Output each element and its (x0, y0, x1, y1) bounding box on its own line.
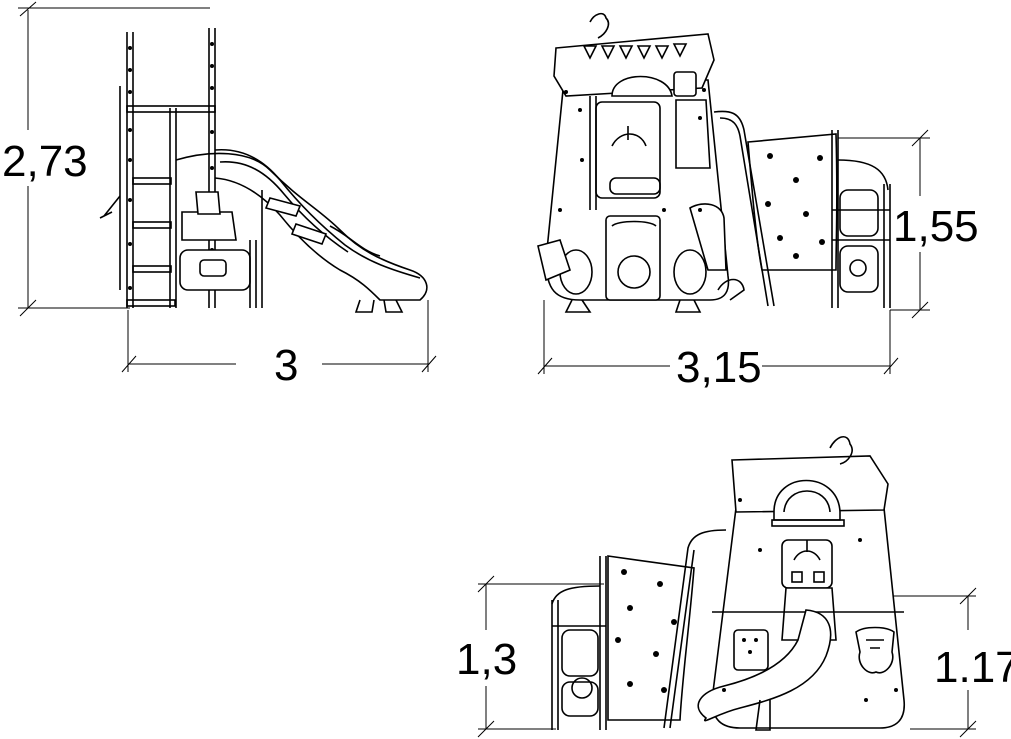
back-view: 1,3 1.17 (456, 436, 1011, 738)
front-width-label: 3,15 (676, 343, 762, 392)
back-left-height-label: 1,3 (456, 635, 517, 684)
side-panel-lower (179, 249, 251, 291)
back-slide (697, 609, 832, 722)
side-slide (175, 148, 428, 313)
back-climbing-wall (607, 555, 695, 721)
side-view: 2,73 3 (0, 1, 437, 390)
front-flame-icon (589, 12, 610, 39)
front-climbing-wall (747, 133, 838, 271)
side-panel-upper (181, 211, 237, 241)
back-right-height-label: 1.17 (934, 643, 1011, 692)
back-flame-icon (829, 436, 853, 465)
front-window-panel (595, 101, 661, 199)
side-height-label: 2,73 (2, 137, 88, 186)
front-view: 3,15 1,55 (537, 12, 979, 392)
front-wall-height-label: 1,55 (893, 202, 979, 251)
front-roof-triangles (582, 43, 688, 60)
side-tower (99, 28, 216, 308)
side-width-label: 3 (274, 341, 298, 390)
front-wheel-right (673, 249, 707, 295)
